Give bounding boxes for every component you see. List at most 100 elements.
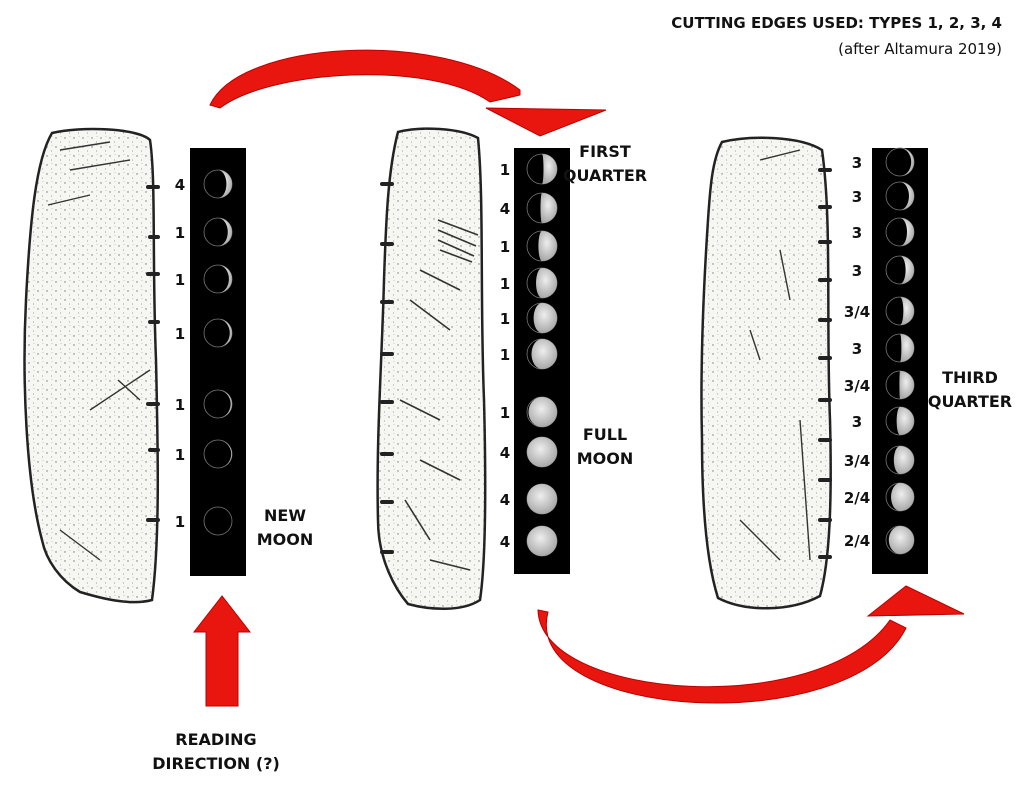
edge-type-2-7: 1 bbox=[500, 404, 510, 422]
moon-phase-3-7-lit-part bbox=[899, 371, 914, 399]
edge-type-2-2: 4 bbox=[500, 200, 510, 218]
edge-type-1-1: 4 bbox=[175, 176, 185, 194]
edge-type-2-6: 1 bbox=[500, 346, 510, 364]
reading-direction-label-line-2: DIRECTION (?) bbox=[152, 754, 280, 773]
annotation-2-2-line-1: FULL bbox=[583, 425, 627, 444]
edge-type-1-2: 1 bbox=[175, 224, 185, 242]
edge-type-3-1: 3 bbox=[852, 154, 862, 172]
moon-phase-3-9-lit-part bbox=[893, 446, 914, 474]
edge-type-1-4: 1 bbox=[175, 325, 185, 343]
moon-phase-1-5 bbox=[203, 389, 233, 419]
moon-phase-1-4-lit-part bbox=[218, 319, 232, 347]
moon-phase-2-10 bbox=[526, 525, 558, 557]
edge-type-3-9: 3/4 bbox=[844, 452, 870, 470]
moon-phase-2-10-lit-part bbox=[527, 526, 557, 556]
moon-phase-2-5-lit-part bbox=[533, 303, 557, 333]
moon-phase-2-7 bbox=[526, 396, 558, 428]
moon-phase-3-9 bbox=[885, 445, 915, 475]
annotation-3-1-line-1: THIRD bbox=[942, 368, 998, 387]
moon-phase-1-2 bbox=[203, 217, 233, 247]
moon-phase-2-2 bbox=[526, 192, 558, 224]
moon-phase-2-3-lit-part bbox=[538, 231, 557, 261]
arrow-bottom bbox=[537, 585, 965, 704]
moon-phase-2-8-lit-part bbox=[527, 437, 557, 467]
moon-phase-1-3 bbox=[203, 264, 233, 294]
moon-phase-1-7 bbox=[203, 506, 233, 536]
edge-type-3-3: 3 bbox=[852, 224, 862, 242]
moon-phase-3-4-lit-part bbox=[900, 256, 914, 284]
moon-phase-3-3 bbox=[885, 217, 915, 247]
stone-3 bbox=[700, 136, 832, 610]
moon-phase-2-1 bbox=[526, 153, 558, 185]
edge-type-3-8: 3 bbox=[852, 413, 862, 431]
stone-2 bbox=[376, 127, 487, 611]
moon-phase-3-10-lit-part bbox=[891, 483, 914, 511]
edge-type-2-9: 4 bbox=[500, 491, 510, 509]
moon-phase-2-2-lit-part bbox=[540, 193, 557, 223]
moon-phase-1-4 bbox=[203, 318, 233, 348]
reading-direction-label-line-1: READING bbox=[175, 730, 256, 749]
stone-1 bbox=[23, 127, 160, 604]
moon-phase-3-2 bbox=[885, 181, 915, 211]
moon-phase-2-9 bbox=[526, 483, 558, 515]
moon-phase-3-2-lit-part bbox=[900, 182, 914, 211]
moon-phase-3-1 bbox=[885, 147, 915, 177]
moon-phase-2-6-lit-part bbox=[531, 339, 557, 369]
edge-type-3-6: 3 bbox=[852, 340, 862, 358]
moon-phase-1-1 bbox=[203, 169, 233, 199]
moon-phase-3-1-lit-part bbox=[900, 148, 914, 177]
edge-type-2-1: 1 bbox=[500, 161, 510, 179]
moon-phase-3-3-lit-part bbox=[900, 218, 914, 246]
edge-type-3-4: 3 bbox=[852, 262, 862, 280]
edge-type-2-10: 4 bbox=[500, 533, 510, 551]
moon-phase-2-9-lit-part bbox=[527, 484, 557, 514]
moon-phase-3-5 bbox=[885, 296, 915, 326]
edge-type-3-7: 3/4 bbox=[844, 377, 870, 395]
moon-phase-2-4 bbox=[526, 267, 558, 299]
moon-phase-3-10 bbox=[885, 482, 915, 512]
edge-type-1-3: 1 bbox=[175, 271, 185, 289]
edge-type-1-7: 1 bbox=[175, 513, 185, 531]
edge-type-2-5: 1 bbox=[500, 310, 510, 328]
edge-type-1-5: 1 bbox=[175, 396, 185, 414]
moon-phase-2-8 bbox=[526, 436, 558, 468]
moon-phase-2-5 bbox=[526, 302, 558, 334]
moon-phase-3-11-lit-part bbox=[888, 526, 914, 554]
annotation-1-1-line-2: MOON bbox=[257, 530, 314, 549]
moon-phase-3-5-lit-part bbox=[900, 297, 914, 325]
annotation-2-1-line-2: QUARTER bbox=[563, 166, 647, 185]
moon-phase-3-4 bbox=[885, 255, 915, 285]
moon-phase-1-7-disk bbox=[203, 506, 233, 536]
edge-type-3-11: 2/4 bbox=[844, 532, 870, 550]
figure-citation: (after Altamura 2019) bbox=[838, 40, 1002, 58]
edge-type-2-3: 1 bbox=[500, 238, 510, 256]
edge-type-2-8: 4 bbox=[500, 444, 510, 462]
arrow-top bbox=[209, 49, 607, 137]
moon-phase-2-4-lit-part bbox=[536, 268, 557, 298]
edge-type-3-2: 3 bbox=[852, 188, 862, 206]
annotation-3-1-line-2: QUARTER bbox=[928, 392, 1012, 411]
edge-type-2-4: 1 bbox=[500, 275, 510, 293]
moon-phase-1-3-lit-part bbox=[218, 265, 232, 293]
moon-phase-2-6 bbox=[526, 338, 558, 370]
edge-type-1-6: 1 bbox=[175, 446, 185, 464]
moon-phase-3-7 bbox=[885, 370, 915, 400]
moon-phase-3-6-lit-part bbox=[900, 334, 914, 362]
figure-title: CUTTING EDGES USED: TYPES 1, 2, 3, 4 bbox=[671, 14, 1002, 32]
moon-phase-2-1-lit-part bbox=[542, 154, 557, 184]
edge-type-3-5: 3/4 bbox=[844, 303, 870, 321]
moon-phase-3-11 bbox=[885, 525, 915, 555]
moon-phase-3-6 bbox=[885, 333, 915, 363]
moon-phase-3-8 bbox=[885, 406, 915, 436]
moon-phase-1-6 bbox=[203, 439, 233, 469]
annotation-2-2-line-2: MOON bbox=[577, 449, 634, 468]
annotation-2-1-line-1: FIRST bbox=[579, 142, 631, 161]
reading-direction-arrow bbox=[192, 595, 252, 707]
moon-phase-2-3 bbox=[526, 230, 558, 262]
edge-type-3-10: 2/4 bbox=[844, 489, 870, 507]
moon-phase-3-8-lit-part bbox=[896, 407, 914, 435]
annotation-1-1-line-1: NEW bbox=[264, 506, 306, 525]
moon-phase-2-7-lit-part bbox=[528, 397, 557, 427]
moon-phase-1-2-lit-part bbox=[218, 218, 232, 246]
